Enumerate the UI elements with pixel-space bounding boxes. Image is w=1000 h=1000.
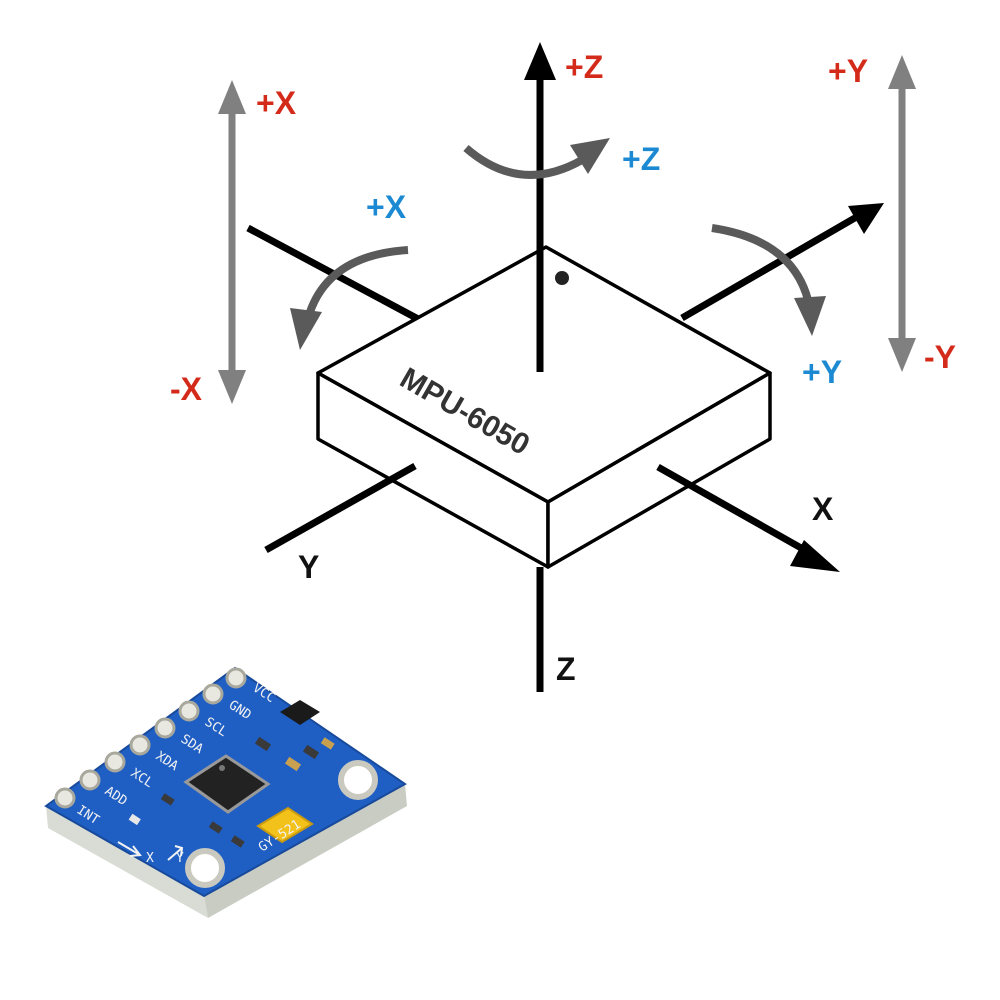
z-rotation-arrowhead [570,138,610,174]
y-rotation-arrowhead [794,296,826,336]
label-minus-x-linear: -X [170,371,203,407]
label-plus-x-linear: +X [256,85,297,121]
voltage-regulator [280,700,320,725]
label-axis-x: X [812,491,834,527]
mounting-hole-right [338,760,378,800]
x-rotation-arrow [306,246,409,314]
smd-part [160,793,175,806]
smd-part [320,737,335,750]
label-plus-z-rotation: +Z [622,141,660,177]
label-plus-z-linear: +Z [565,49,603,85]
label-axis-y: Y [298,549,319,585]
mpu-ic [183,754,271,814]
board-axis-mark-x: X [146,851,154,866]
mounting-hole-bottom [185,848,225,888]
label-axis-z: Z [556,651,576,687]
label-plus-y-linear: +Y [828,53,868,89]
y-axis-back-line [680,211,862,322]
y-axis-front-line [264,462,417,554]
tantalum-capacitor [256,806,314,844]
z-rotation-arrow [463,144,584,179]
x-axis-arrowhead [790,540,840,572]
smd-part [208,821,223,834]
x-linear-range-arrow [218,80,246,404]
smd-part [302,744,320,760]
y-linear-range-arrow [888,55,916,372]
mpu6050-chip: MPU-6050 [316,245,772,569]
board-axis-mark-y: Y [176,851,184,866]
board-edge [46,806,208,918]
smd-part [230,835,245,848]
board-edge-right [204,784,407,918]
gy521-board: VCC GND SCL SDA XDA XCL ADD INT GY-521 X… [44,666,407,918]
z-axis-arrowhead [524,42,556,80]
pin1-dot [555,271,569,285]
y-rotation-arrow [711,224,812,302]
pin-header [54,667,247,809]
smd-part [254,736,272,752]
label-minus-y-linear: -Y [924,339,956,375]
y-axis-arrowhead [848,203,884,234]
label-plus-x-rotation: +X [366,189,407,225]
x-axis-front-line [656,463,812,557]
smd-part [284,756,302,772]
mpu-ic-dot [219,765,225,771]
label-plus-y-rotation: +Y [802,354,842,390]
smd-led [128,813,141,826]
board-axis-arrow-icon [117,841,184,861]
x-rotation-arrowhead [290,308,322,350]
